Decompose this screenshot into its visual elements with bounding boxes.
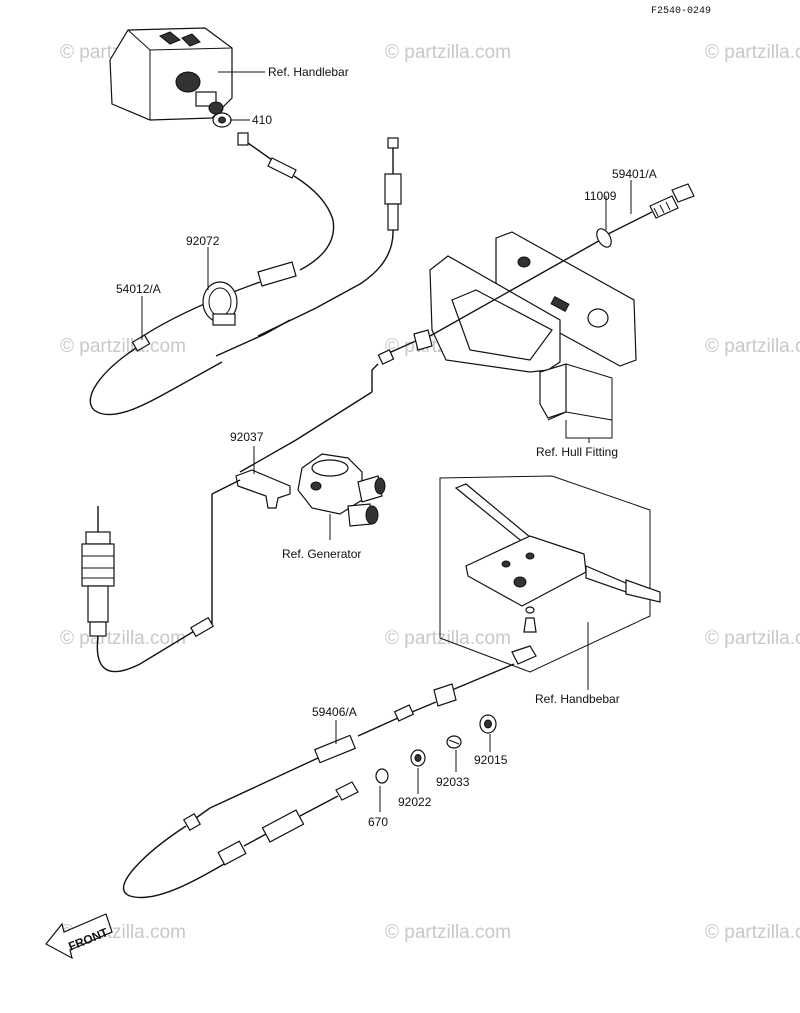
throttle-cable-54012: [89, 132, 335, 416]
hull-fitting: [429, 231, 637, 421]
clamp-92072: [202, 281, 238, 326]
label-59406: 59406/A: [312, 705, 357, 719]
watermark: © partzilla.com: [385, 628, 511, 649]
label-59401: 59401/A: [612, 167, 657, 181]
label-92037: 92037: [230, 430, 264, 444]
label-ref-generator: Ref. Generator: [282, 547, 361, 561]
watermark: © partzilla.com: [60, 628, 186, 649]
generator: [297, 453, 386, 527]
watermark: © partzilla.com: [60, 336, 186, 357]
label-410: 410: [252, 113, 272, 127]
front-arrow-icon: FRONT: [45, 913, 113, 960]
cable-59406: [123, 645, 537, 899]
watermark: © partzilla.com: [705, 336, 800, 357]
cable-59401: [381, 183, 695, 357]
washer-92033: [446, 735, 462, 749]
nut-92015: [479, 714, 497, 734]
cap-670: [375, 768, 389, 784]
watermark: © partzilla.com: [705, 628, 800, 649]
label-54012: 54012/A: [116, 282, 161, 296]
label-92015: 92015: [474, 753, 508, 767]
label-11009: 11009: [584, 189, 617, 203]
cable-end-hull: [371, 349, 395, 392]
label-ref-handlebar-top: Ref. Handlebar: [268, 65, 349, 79]
handlebar-housing: [109, 27, 233, 121]
washer-92022: [410, 749, 426, 767]
choke-cable: [257, 137, 402, 337]
label-ref-hull-fitting: Ref. Hull Fitting: [536, 445, 618, 459]
watermarks: © partzilla.com © partzilla.com © partzi…: [60, 42, 800, 943]
watermark: © partzilla.com: [385, 42, 511, 63]
label-ref-handlebar-bottom: Ref. Handbebar: [535, 692, 620, 706]
watermark: © partzilla.com: [385, 922, 511, 943]
label-92022: 92022: [398, 795, 432, 809]
label-670: 670: [368, 815, 388, 829]
watermark: © partzilla.com: [705, 922, 800, 943]
bracket-92037: [235, 469, 291, 509]
speedometer-cable: [81, 506, 214, 673]
label-92072: 92072: [186, 234, 220, 248]
washer-410: [212, 112, 232, 128]
label-92033: 92033: [436, 775, 470, 789]
figure-id: F2540-0249: [651, 6, 711, 17]
handlebar-inset: [439, 475, 661, 673]
watermark: © partzilla.com: [705, 42, 800, 63]
